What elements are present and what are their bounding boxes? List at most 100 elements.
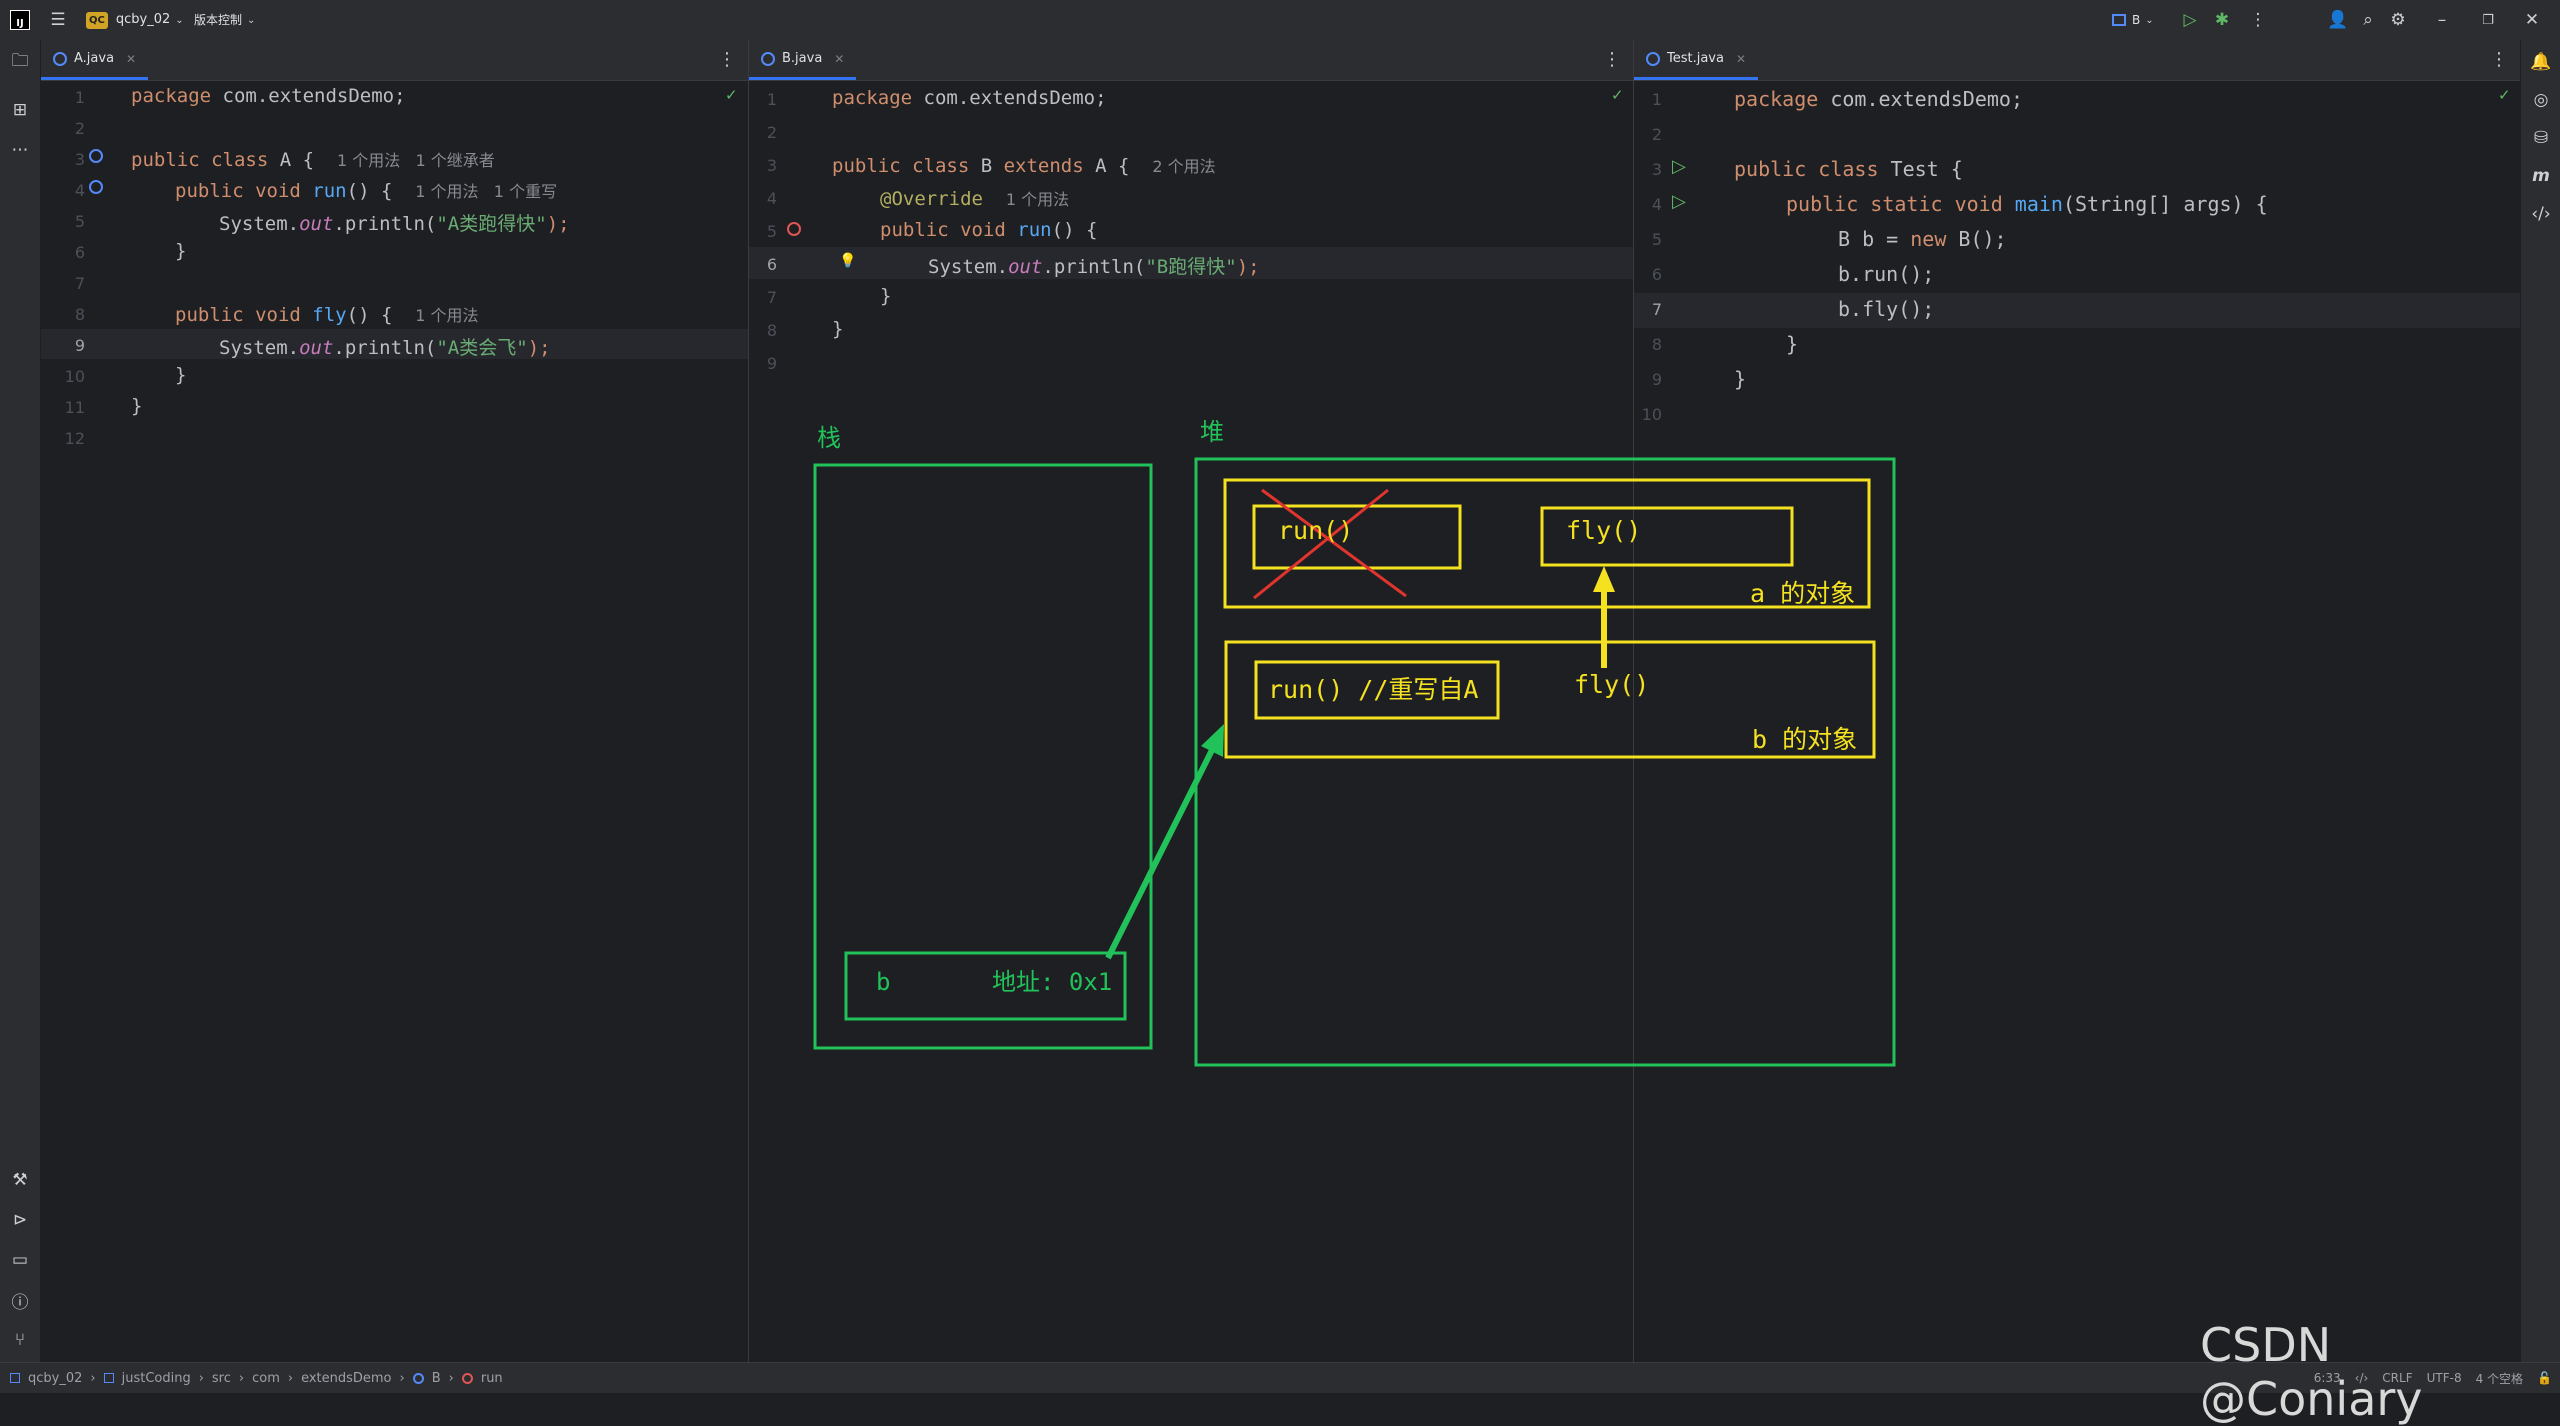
overrides-gutter-icon[interactable] xyxy=(787,222,801,236)
code-line[interactable]: @Override 1 个用法 xyxy=(880,188,1070,210)
notifications-bell-icon[interactable]: 🔔 xyxy=(2530,52,2552,72)
endpoints-icon[interactable]: ‹/› xyxy=(2531,204,2551,224)
breadcrumb-item[interactable]: run xyxy=(480,1370,503,1386)
code-line[interactable]: } xyxy=(131,395,143,417)
code-line[interactable]: } xyxy=(175,240,187,262)
usage-hint[interactable]: 2 个用法 xyxy=(1152,157,1216,176)
file-encoding[interactable]: UTF-8 xyxy=(2426,1371,2462,1385)
code-line[interactable]: } xyxy=(1786,332,1799,356)
code-line[interactable]: public class Test { xyxy=(1734,157,1963,181)
editor-pane-b: B.java ✕ ⋮ ✓ 1 2 3 4 5 6 7 8 9 💡 package… xyxy=(749,40,1634,1362)
code-line[interactable]: public static void main(String[] args) { xyxy=(1786,192,2268,216)
line-number: 8 xyxy=(74,305,85,324)
line-number: 7 xyxy=(1651,300,1662,319)
settings-gear-icon[interactable]: ⚙ xyxy=(2390,10,2406,30)
code-with-me-icon[interactable]: 👤 xyxy=(2327,10,2349,30)
run-gutter-icon[interactable]: ▷ xyxy=(1672,191,1686,212)
chevron-right-icon: › xyxy=(238,1370,245,1386)
caret-position[interactable]: 6:33 xyxy=(2313,1371,2341,1385)
tab-test-java[interactable]: Test.java ✕ xyxy=(1634,40,1759,80)
line-number: 5 xyxy=(766,222,777,241)
build-hammer-icon[interactable]: ⚒ xyxy=(12,1170,28,1190)
breadcrumb-item[interactable]: B xyxy=(431,1370,441,1386)
project-folder-icon[interactable]: 🗀 xyxy=(11,50,29,71)
project-selector[interactable]: QC qcby_02 ⌄ xyxy=(86,8,184,32)
chevron-down-icon: ⌄ xyxy=(247,14,256,26)
no-problems-check-icon[interactable]: ✓ xyxy=(1611,86,1624,104)
breadcrumb-item[interactable]: com xyxy=(252,1370,280,1386)
usage-hint[interactable]: 1 个用法 xyxy=(1005,190,1070,209)
code-line[interactable]: b.fly(); xyxy=(1838,297,1935,321)
code-line[interactable]: System.out.println("A类跑得快"); xyxy=(219,213,570,235)
minimize-icon[interactable]: – xyxy=(2437,10,2447,30)
lightbulb-icon[interactable]: 💡 xyxy=(839,253,857,269)
breadcrumb-item[interactable]: qcby_02 xyxy=(28,1370,83,1386)
code-line[interactable]: b.run(); xyxy=(1838,262,1935,286)
vcs-label: 版本控制 xyxy=(194,13,243,27)
breadcrumb-item[interactable]: justCoding xyxy=(121,1370,191,1386)
code-line[interactable]: public void run() { 1 个用法 1 个重写 xyxy=(175,180,558,202)
tab-label: B.java xyxy=(782,51,823,66)
no-problems-check-icon[interactable]: ✓ xyxy=(2498,86,2511,104)
inheritors-gutter-icon[interactable] xyxy=(89,149,103,163)
tab-b-java[interactable]: B.java ✕ xyxy=(749,40,857,80)
code-line[interactable]: public void run() { xyxy=(880,219,1098,241)
code-line[interactable]: } xyxy=(832,318,844,340)
code-line[interactable]: } xyxy=(880,285,892,307)
code-line[interactable]: System.out.println("A类会飞"); xyxy=(219,337,551,359)
no-problems-check-icon[interactable]: ✓ xyxy=(725,86,738,104)
maven-icon[interactable]: m xyxy=(2532,166,2550,186)
line-number: 8 xyxy=(766,321,777,340)
close-tab-icon[interactable]: ✕ xyxy=(834,51,845,66)
line-separator[interactable]: CRLF xyxy=(2382,1371,2413,1385)
more-actions-icon[interactable]: ⋮ xyxy=(2249,10,2267,30)
code-line[interactable]: public class B extends A { 2 个用法 xyxy=(832,155,1216,177)
usage-hint[interactable]: 1 个用法 1 个重写 xyxy=(415,182,558,201)
run-panel-icon[interactable]: ⊳ xyxy=(12,1210,28,1230)
tab-options-icon[interactable]: ⋮ xyxy=(1603,49,1621,70)
chevron-right-icon: › xyxy=(90,1370,96,1386)
close-tab-icon[interactable]: ✕ xyxy=(126,51,137,66)
line-number: 4 xyxy=(74,181,85,200)
code-line[interactable]: B b = new B(); xyxy=(1838,227,2007,251)
terminal-icon[interactable]: ▭ xyxy=(11,1250,29,1270)
database-icon[interactable]: ⛁ xyxy=(2533,128,2549,148)
code-vision-icon[interactable]: ‹/› xyxy=(2354,1371,2369,1385)
usage-hint[interactable]: 1 个用法 1 个继承者 xyxy=(336,151,495,170)
app-logo-icon[interactable]: IJ xyxy=(10,10,30,30)
overridden-gutter-icon[interactable] xyxy=(89,180,103,194)
breadcrumb-item[interactable]: src xyxy=(211,1370,231,1386)
code-line[interactable]: package com.extendsDemo; xyxy=(131,85,406,107)
tab-options-icon[interactable]: ⋮ xyxy=(2490,49,2508,70)
code-line[interactable]: public class A { 1 个用法 1 个继承者 xyxy=(131,149,495,171)
search-icon[interactable]: ⌕ xyxy=(2363,10,2373,30)
code-line[interactable]: System.out.println("B跑得快"); xyxy=(928,256,1260,278)
close-tab-icon[interactable]: ✕ xyxy=(1735,51,1747,66)
problems-icon[interactable]: ⓘ xyxy=(11,1292,29,1313)
indent-setting[interactable]: 4 个空格 xyxy=(2475,1371,2524,1386)
tab-options-icon[interactable]: ⋮ xyxy=(718,49,736,70)
readonly-lock-icon[interactable]: 🔓 xyxy=(2537,1371,2552,1385)
ai-assistant-icon[interactable]: ◎ xyxy=(2533,90,2549,110)
git-icon[interactable]: ⑂ xyxy=(14,1330,26,1350)
usage-hint[interactable]: 1 个用法 xyxy=(415,306,479,325)
breadcrumb-item[interactable]: extendsDemo xyxy=(301,1370,392,1386)
main-menu-icon[interactable]: ☰ xyxy=(50,10,66,30)
vcs-selector[interactable]: 版本控制 ⌄ xyxy=(194,8,255,32)
code-line[interactable]: package com.extendsDemo; xyxy=(832,87,1107,109)
restore-icon[interactable]: ❐ xyxy=(2482,12,2494,28)
structure-icon[interactable]: ⊞ xyxy=(12,100,28,120)
chevron-right-icon: › xyxy=(198,1370,204,1386)
code-line[interactable]: public void fly() { 1 个用法 xyxy=(175,304,479,326)
run-config-selector[interactable]: B ⌄ xyxy=(2112,8,2154,32)
code-line[interactable]: package com.extendsDemo; xyxy=(1734,87,2023,111)
code-line[interactable]: } xyxy=(175,364,187,386)
more-tools-icon[interactable]: ⋯ xyxy=(11,140,29,160)
run-gutter-icon[interactable]: ▷ xyxy=(1672,156,1686,177)
chevron-right-icon: › xyxy=(448,1370,454,1386)
debug-icon[interactable]: ✱ xyxy=(2214,10,2230,30)
tab-a-java[interactable]: A.java ✕ xyxy=(41,40,149,80)
code-line[interactable]: } xyxy=(1734,367,1747,391)
close-icon[interactable]: ✕ xyxy=(2524,10,2540,30)
run-icon[interactable]: ▷ xyxy=(2183,10,2197,30)
